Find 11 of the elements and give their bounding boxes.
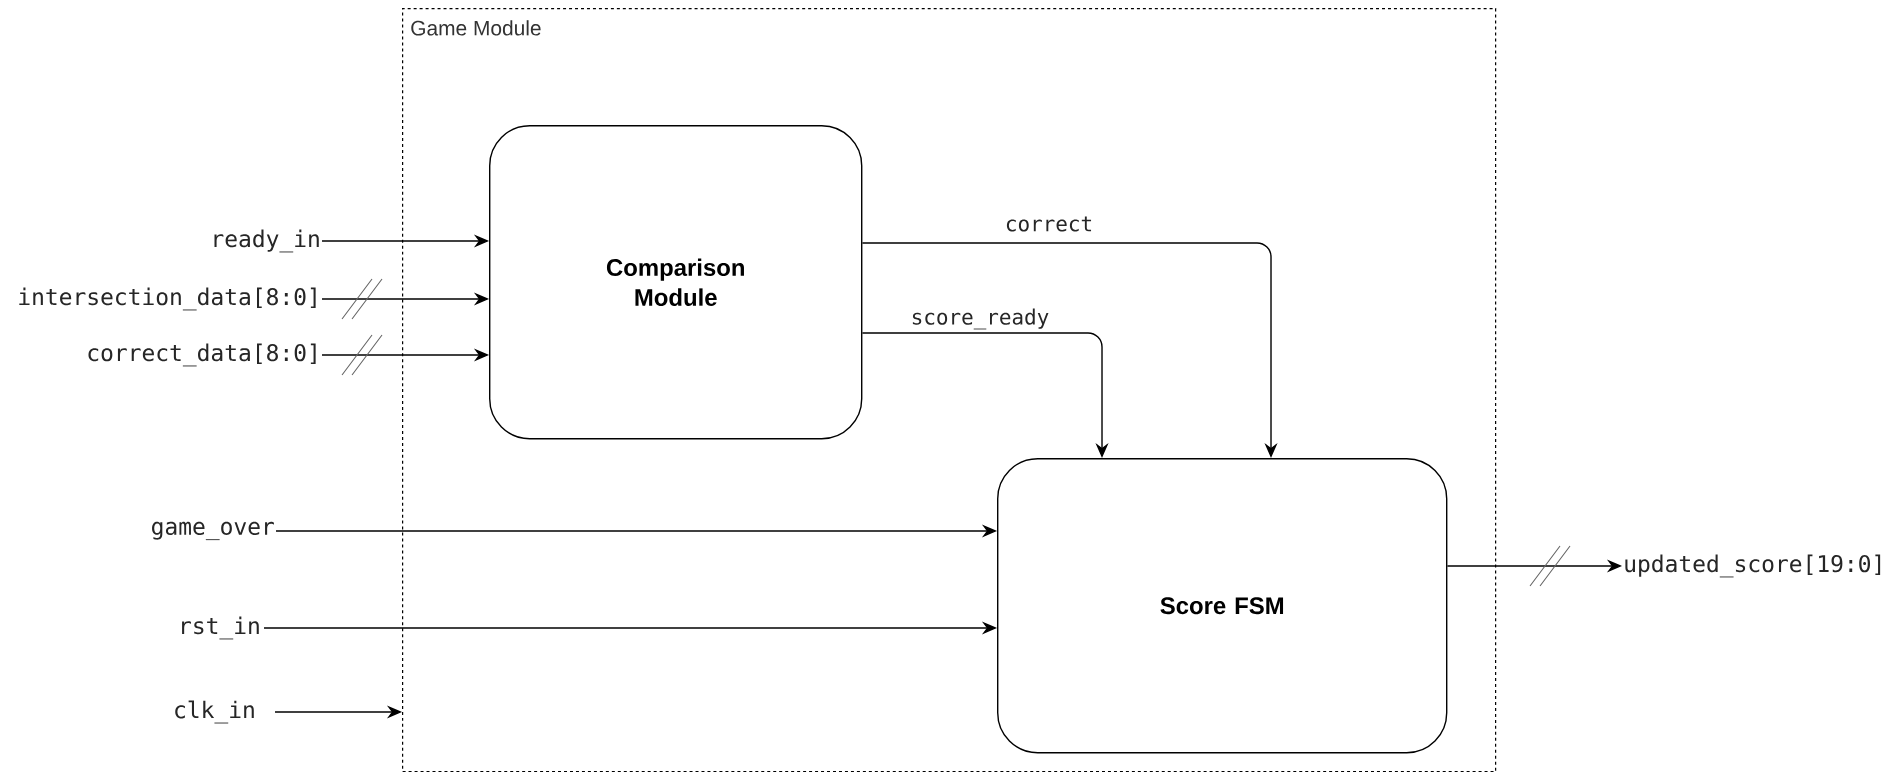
module-box: Comparison Module [489,125,863,440]
signal-label: correct_data[8:0] [88,343,316,367]
signal-label: game_over [152,521,274,541]
signal-label: rst_in [182,616,259,640]
signal-label: ready_in [214,229,319,253]
edge-label: correct [1006,216,1092,232]
signal-label: updated_score[19:0] [1625,554,1881,578]
module-box: Score FSM [997,458,1448,754]
edge-label: score_ready [912,308,1049,330]
signal-label: clk_in [175,700,254,724]
signal-label: intersection_data[8:0] [19,287,316,311]
